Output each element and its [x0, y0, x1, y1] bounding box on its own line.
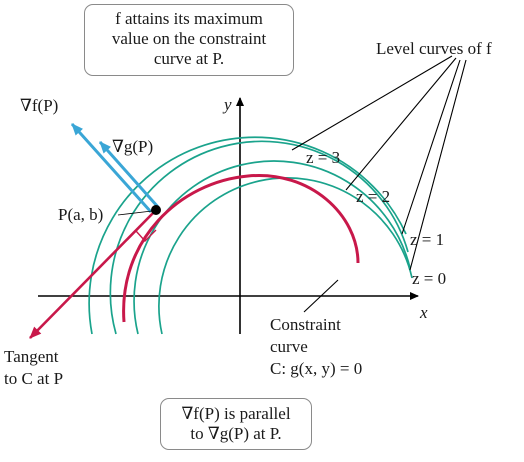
constraint-curve — [122, 173, 360, 323]
tangent-label-line2: to C at P — [4, 369, 63, 388]
level-curve-z3 — [88, 136, 407, 335]
leader-z1 — [401, 59, 461, 235]
maximum-callout-line2: value on the constraint — [111, 29, 267, 48]
right-angle-mark — [135, 219, 157, 243]
parallel-callout-line1: ∇f(P) is parallel — [181, 404, 291, 423]
z0-label: z = 0 — [412, 269, 446, 288]
level-curves-label: Level curves of f — [376, 39, 492, 58]
leader-z2 — [345, 57, 457, 191]
constraint-label-line1: Constraint — [270, 315, 341, 334]
z1-label: z = 1 — [410, 230, 444, 249]
z2-label: z = 2 — [356, 187, 390, 206]
point-label: P(a, b) — [58, 205, 103, 224]
point-p — [151, 205, 161, 215]
maximum-callout-line3: curve at P. — [153, 49, 225, 68]
maximum-callout-line1: f attains its maximum — [115, 9, 263, 28]
grad-g-label: ∇g(P) — [112, 137, 153, 156]
parallel-callout: ∇f(P) is parallel to ∇g(P) at P. — [160, 398, 312, 450]
leader-z0 — [409, 59, 467, 271]
tangent-line — [29, 209, 157, 339]
level-curve-z2 — [109, 140, 409, 335]
grad-g-vector — [98, 141, 160, 208]
grad-f-vector — [70, 122, 153, 214]
constraint-label-line2: curve — [270, 337, 308, 356]
leader-point-label — [117, 210, 153, 216]
constraint-label-line3: C: g(x, y) = 0 — [270, 359, 362, 378]
y-axis-label: y — [222, 95, 232, 114]
parallel-callout-line2: to ∇g(P) at P. — [190, 424, 282, 443]
leader-constraint — [303, 279, 339, 313]
maximum-callout: f attains its maximum value on the const… — [84, 4, 294, 76]
leader-z3 — [291, 55, 453, 151]
z3-label: z = 3 — [306, 148, 340, 167]
x-axis-label: x — [419, 303, 428, 322]
level-curve-z1 — [133, 160, 411, 335]
grad-f-label: ∇f(P) — [20, 96, 58, 115]
tangent-label-line1: Tangent — [4, 347, 59, 366]
level-curve-z0 — [158, 177, 413, 335]
